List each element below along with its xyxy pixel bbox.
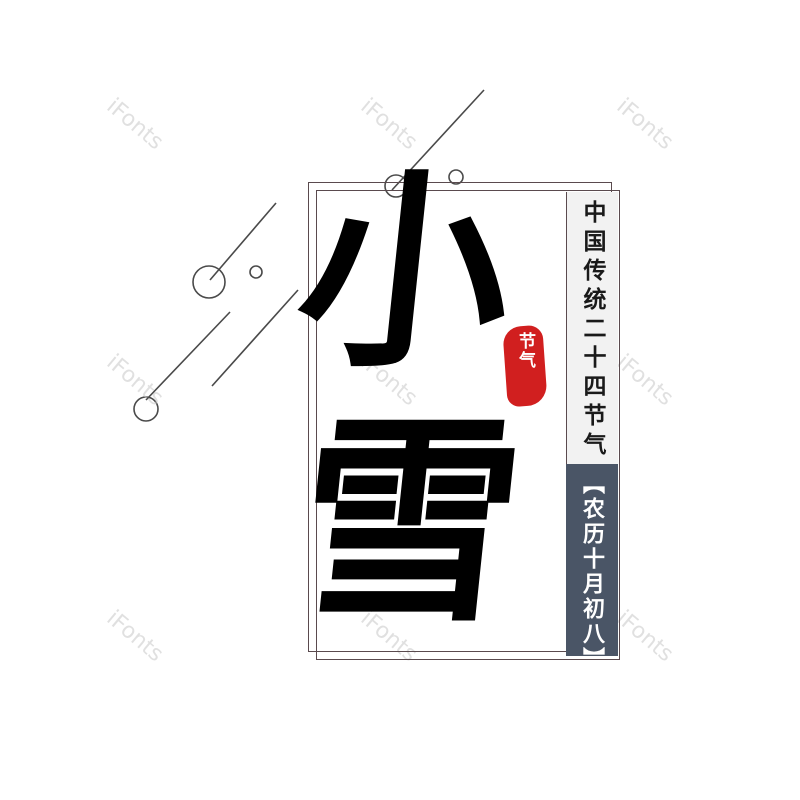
side-panel-title: 中国传统二十四节气 [579, 200, 606, 461]
title-char-xue: 雪 [286, 392, 534, 651]
snow-line [145, 311, 231, 401]
side-panel-top [566, 192, 618, 464]
snow-line [211, 289, 299, 387]
snow-circle [192, 265, 226, 299]
title-char-xiao: 小 [287, 149, 524, 396]
side-panel-bottom [566, 464, 618, 656]
snow-circle [384, 174, 408, 198]
snow-line [391, 89, 485, 191]
snow-line [209, 202, 277, 281]
snow-circle [249, 265, 263, 279]
snow-circle [133, 396, 159, 422]
inner-frame [316, 190, 620, 660]
seal-text: 节气 [515, 332, 535, 370]
snow-circle [448, 169, 464, 185]
lunar-date: 【农历十月初八】 [579, 472, 605, 672]
